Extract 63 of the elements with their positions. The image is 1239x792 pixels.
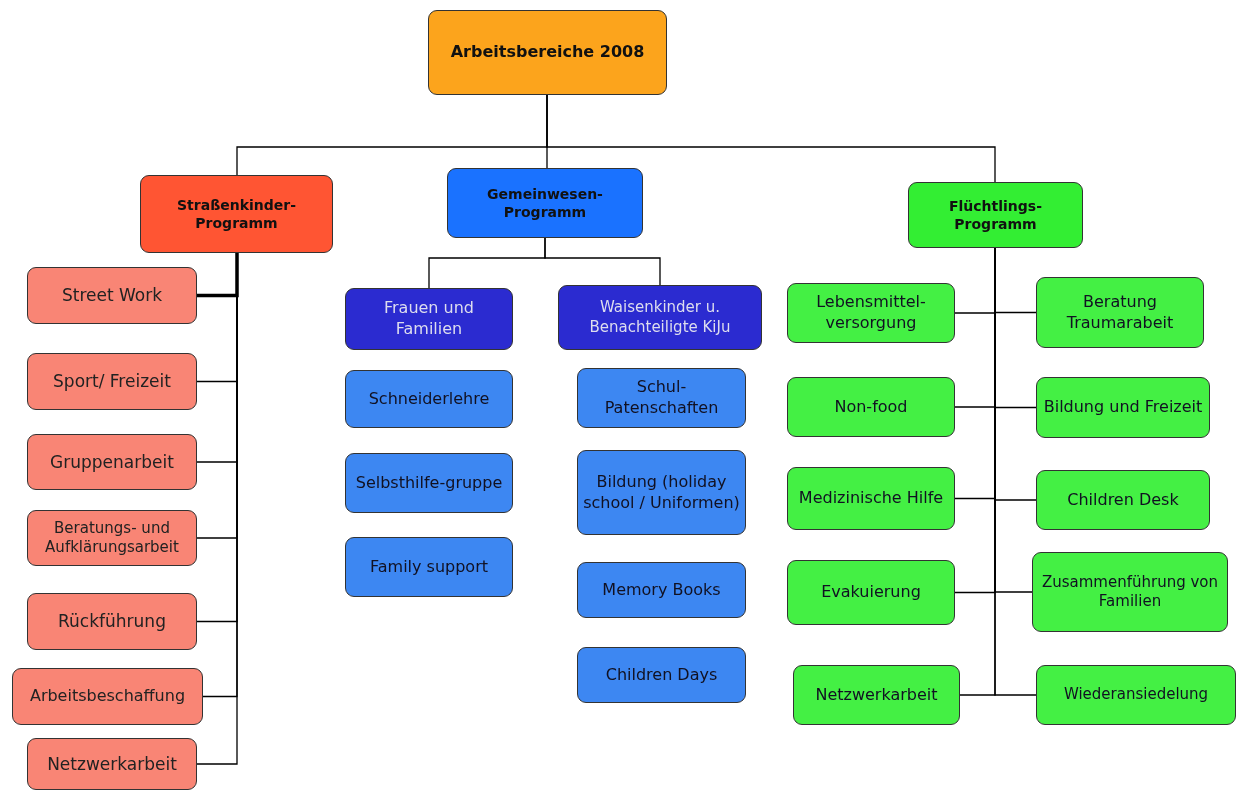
connector-line (544, 237, 661, 286)
box-label: Gruppenarbeit (50, 450, 174, 474)
group-box (345, 288, 513, 350)
box-label: Straßenkinder-Programm (176, 195, 297, 233)
item-box (577, 562, 746, 618)
item-box (345, 370, 513, 428)
box-label: Bildung (holiday school / Uniformen) (582, 471, 741, 514)
item-box (787, 467, 955, 530)
item-box (577, 368, 746, 428)
box-label: Arbeitsbereiche 2008 (450, 42, 645, 63)
box-label: Non-food (834, 396, 908, 418)
box-label: Evakuierung (821, 582, 921, 603)
program-box (908, 182, 1083, 248)
box-label: Lebensmittel-versorgung (815, 292, 927, 334)
connector-line (546, 94, 996, 183)
item-box (1032, 552, 1228, 632)
box-label: Selbsthilfe-gruppe (355, 472, 503, 494)
box-label: Netzwerkarbeit (47, 752, 177, 776)
box-label: Flüchtlings-Programm (948, 196, 1043, 234)
group-box (558, 285, 762, 350)
item-box (12, 668, 203, 725)
item-box (1036, 277, 1204, 348)
item-box (27, 434, 197, 490)
item-box (27, 353, 197, 410)
box-label: Family support (370, 556, 488, 578)
box-label: Memory Books (602, 579, 721, 601)
item-box (1036, 377, 1210, 438)
box-label: Wiederansiedelung (1063, 685, 1209, 705)
box-label: Waisenkinder u. Benachteiligte KiJu (588, 298, 732, 337)
item-box (1036, 665, 1236, 725)
box-label: Children Desk (1067, 489, 1179, 511)
program-box (447, 168, 643, 238)
box-label: Children Days (605, 664, 718, 686)
box-label: Schul-Patenschaften (603, 377, 720, 419)
item-box (345, 453, 513, 513)
box-label: Zusammenführung von Familien (1040, 572, 1220, 612)
box-label: Rückführung (58, 610, 166, 633)
box-label: Arbeitsbeschaffung (29, 686, 186, 707)
root-box (428, 10, 667, 95)
item-box (577, 647, 746, 703)
box-label: Sport/ Freizeit (53, 370, 171, 393)
box-label: Netzwerkarbeit (815, 684, 938, 706)
item-box (27, 510, 197, 566)
box-label: Schneiderlehre (368, 388, 490, 410)
box-label: Bildung und Freizeit (1043, 397, 1203, 418)
item-box (345, 537, 513, 597)
item-box (27, 593, 197, 650)
box-label: Street Work (61, 284, 163, 307)
box-label: Beratungs- und Aufklärungsarbeit (44, 518, 180, 558)
box-label: Medizinische Hilfe (798, 488, 944, 509)
item-box (577, 450, 746, 535)
item-box (787, 377, 955, 437)
box-label: Beratung Traumarabeit (1065, 291, 1175, 334)
box-label: Frauen und Familien (382, 298, 476, 340)
box-label: Gemeinwesen-Programm (486, 184, 604, 222)
item-box (787, 560, 955, 625)
item-box (787, 283, 955, 343)
item-box (27, 738, 197, 790)
item-box (793, 665, 960, 725)
item-box (1036, 470, 1210, 530)
item-box (27, 267, 197, 324)
connector-line (197, 253, 239, 298)
program-box (140, 175, 333, 253)
